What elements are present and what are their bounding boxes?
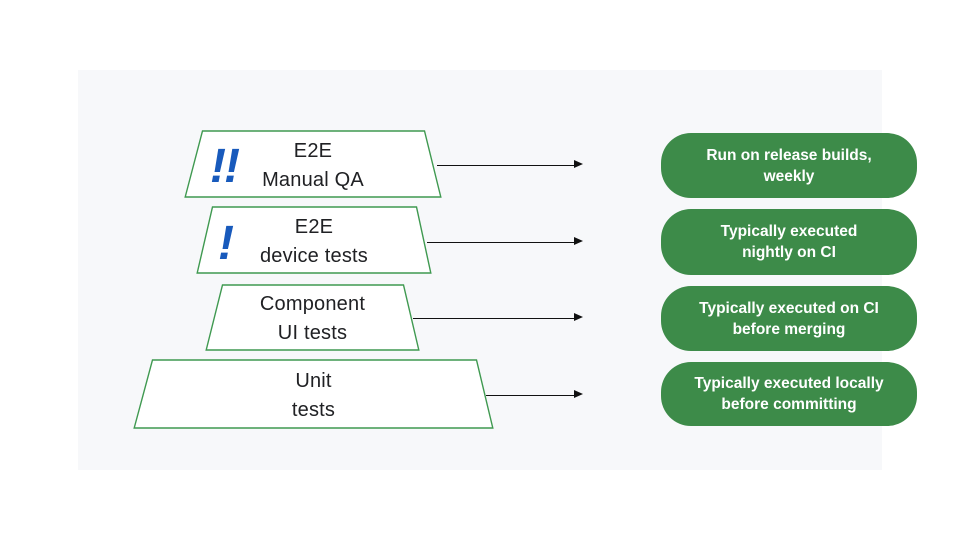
level-label-line1: E2E <box>294 216 334 238</box>
arrow-connector <box>413 313 583 322</box>
trapezoid-e2e-manual-qa: !! E2E Manual QA <box>184 130 442 198</box>
callout-line1: Typically executed on CI <box>699 299 879 317</box>
callout-line2: before merging <box>732 320 846 338</box>
level-label-line1: E2E <box>293 140 333 162</box>
level-label-line2: tests <box>291 399 336 421</box>
level-label: E2E Manual QA <box>184 137 442 195</box>
trapezoid-shape <box>205 284 420 351</box>
level-label-line2: Manual QA <box>262 169 364 191</box>
level-label: E2E device tests <box>196 213 432 271</box>
slide-panel: !! E2E Manual QA Run on release builds, … <box>78 70 917 470</box>
callout-line2: before committing <box>721 396 857 413</box>
trapezoid-unit-tests: Unit tests <box>133 359 494 429</box>
callout-locally-before-committing: Typically executed locally before commit… <box>661 362 917 426</box>
exclamation-icon: ! <box>218 217 234 270</box>
trapezoid-e2e-device-tests: ! E2E device tests <box>196 206 432 274</box>
level-label-line2: UI tests <box>277 322 348 344</box>
callout-ci-before-merging: Typically executed on CI before merging <box>661 286 917 351</box>
callout-line2: nightly on CI <box>742 244 836 261</box>
callout-line2: weekly <box>763 167 815 185</box>
level-label-line2: device tests <box>259 245 368 267</box>
arrow-connector <box>427 237 583 246</box>
arrow-connector <box>486 390 583 399</box>
trapezoid-component-ui-tests: Component UI tests <box>205 284 420 351</box>
callout-line1: Typically executed locally <box>694 375 884 392</box>
callout-line1: Run on release builds, <box>706 146 872 164</box>
trapezoid-shape <box>184 130 442 198</box>
arrow-connector <box>437 160 583 169</box>
level-label-line1: Component <box>259 293 366 315</box>
level-label-line1: Unit <box>295 370 332 392</box>
trapezoid-shape <box>196 206 432 274</box>
trapezoid-shape <box>133 359 494 429</box>
callout-release-builds: Run on release builds, weekly <box>661 133 917 198</box>
level-label: Component UI tests <box>205 290 420 348</box>
callout-line1: Typically executed <box>720 223 858 240</box>
level-label: Unit tests <box>133 367 494 425</box>
callout-nightly-ci: Typically executed nightly on CI <box>661 209 917 275</box>
double-exclamation-icon: !! <box>210 140 240 193</box>
